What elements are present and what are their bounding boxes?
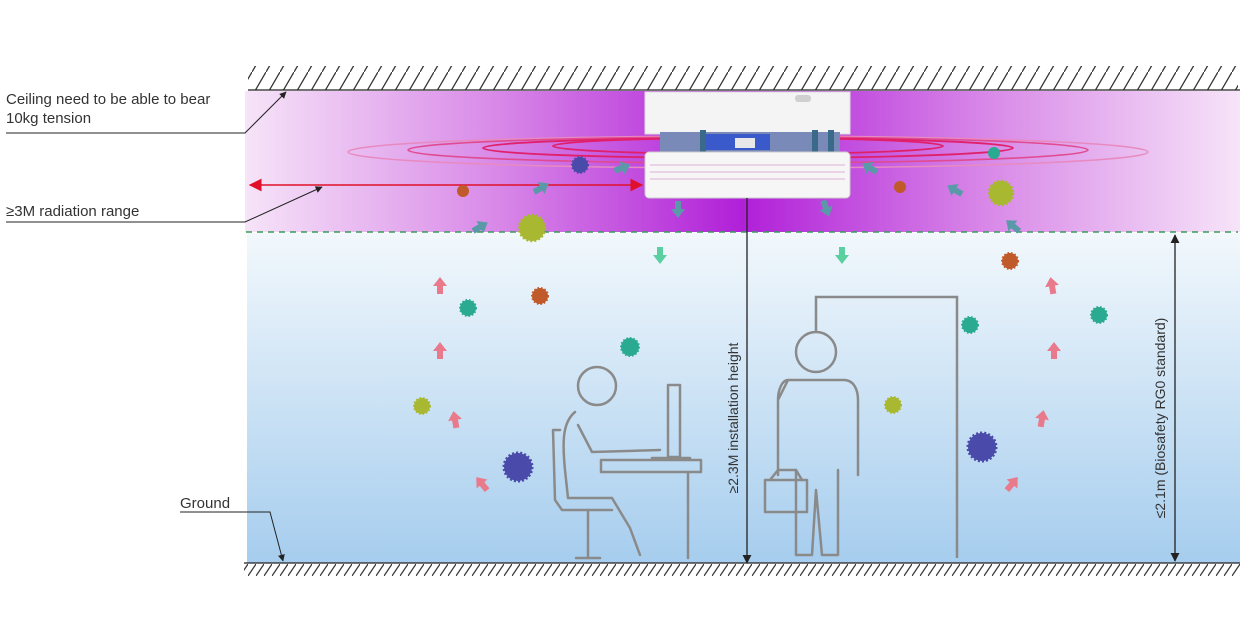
biosafety-label: ≤2.1m (Biosafety RG0 standard) [1152, 317, 1168, 519]
installation-height-label: ≥2.3M installation height [725, 342, 741, 494]
ceiling-label: Ceiling need to be able to bear 10kg ten… [6, 91, 211, 127]
door-frame [814, 295, 959, 558]
standing-person [763, 330, 860, 557]
ceiling-leader [6, 91, 287, 134]
room-area [247, 233, 1240, 563]
ground-label: Ground [180, 495, 231, 512]
radiation-range-label: ≥3M radiation range [6, 203, 140, 220]
virus-particles [413, 147, 1108, 483]
ceiling-hatch [248, 66, 1238, 90]
uv-lamp-device [644, 91, 851, 199]
ground-leader [180, 511, 285, 562]
ground-hatch [244, 564, 1240, 576]
seated-person [551, 365, 703, 560]
range-leader [6, 186, 323, 223]
